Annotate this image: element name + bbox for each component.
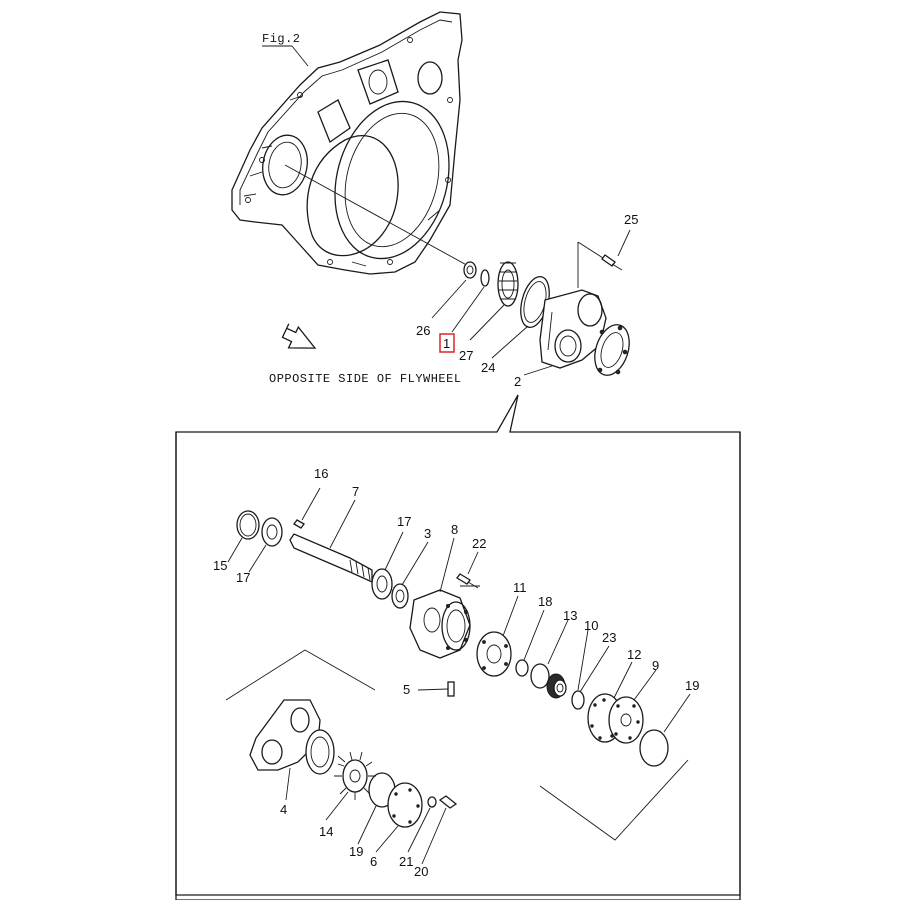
figure-label: Fig.2 xyxy=(262,32,309,67)
callout-16: 16 xyxy=(314,466,328,481)
highlight-box xyxy=(439,333,455,353)
callout-25: 25 xyxy=(624,212,638,227)
callout-7: 7 xyxy=(352,484,359,499)
impeller xyxy=(334,751,376,800)
direction-arrow-icon xyxy=(281,323,317,349)
callout-19b: 19 xyxy=(349,844,363,859)
detail-frame xyxy=(175,394,741,900)
callout-3: 3 xyxy=(424,526,431,541)
lower-exploded-parts xyxy=(225,510,689,841)
callout-6: 6 xyxy=(370,854,377,869)
callout-21: 21 xyxy=(399,854,413,869)
callout-12: 12 xyxy=(627,647,641,662)
callout-27: 27 xyxy=(459,348,473,363)
callout-19a: 19 xyxy=(685,678,699,693)
callout-15: 15 xyxy=(213,558,227,573)
callout-26: 26 xyxy=(416,323,430,338)
flywheel-housing xyxy=(231,11,463,275)
callout-22: 22 xyxy=(472,536,486,551)
callout-23: 23 xyxy=(602,630,616,645)
assembly-axis xyxy=(284,164,473,269)
callout-17b: 17 xyxy=(397,514,411,529)
callout-4: 4 xyxy=(280,802,287,817)
upper-leader-lines xyxy=(431,229,631,376)
callout-10: 10 xyxy=(584,618,598,633)
upper-pump-assembly xyxy=(463,241,630,376)
callout-24: 24 xyxy=(481,360,495,375)
callout-18: 18 xyxy=(538,594,552,609)
callout-13: 13 xyxy=(563,608,577,623)
callout-9: 9 xyxy=(652,658,659,673)
direction-note: OPPOSITE SIDE OF FLYWHEEL xyxy=(269,372,462,386)
callout-11: 11 xyxy=(513,580,527,595)
callout-14: 14 xyxy=(319,824,333,839)
callout-2: 2 xyxy=(514,374,521,389)
callout-20: 20 xyxy=(414,864,428,879)
fig-label-text: Fig.2 xyxy=(262,32,301,46)
lower-leader-lines xyxy=(227,487,691,865)
callout-5: 5 xyxy=(403,682,410,697)
callout-17a: 17 xyxy=(236,570,250,585)
callout-1: 1 xyxy=(443,336,450,351)
callout-8: 8 xyxy=(451,522,458,537)
